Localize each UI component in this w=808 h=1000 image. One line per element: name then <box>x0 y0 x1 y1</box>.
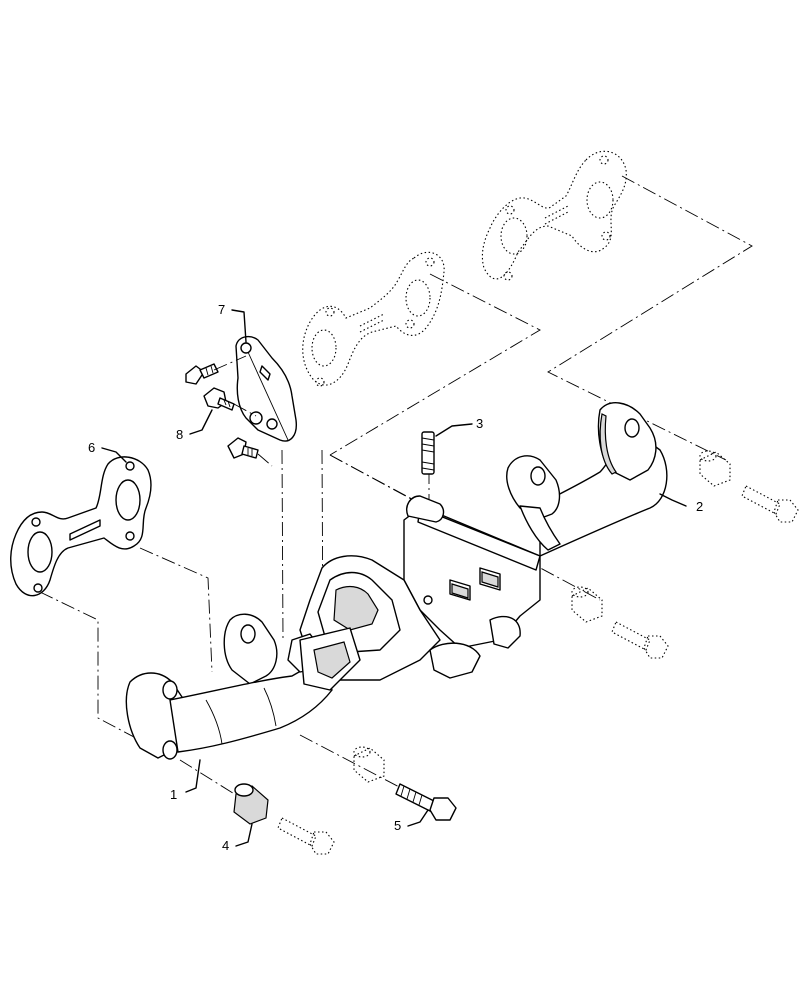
callout-6: 6 <box>88 440 95 455</box>
upper-gasket-right <box>481 150 627 281</box>
callout-8: 8 <box>176 427 183 442</box>
bolt-part-8 <box>203 387 235 411</box>
bolt-dotted-rear <box>741 485 799 523</box>
callout-labels: 1 2 3 4 5 6 7 8 <box>88 302 703 853</box>
callout-4: 4 <box>222 838 229 853</box>
screw-upper <box>185 363 219 385</box>
bracket-part-7 <box>235 335 297 442</box>
spacer-part-4 <box>233 783 269 825</box>
spacer-dotted-rear <box>699 450 731 487</box>
callout-2: 2 <box>696 499 703 514</box>
upper-gasket-left <box>302 251 445 387</box>
callout-3: 3 <box>476 416 483 431</box>
spacer-dotted-middle <box>571 586 603 623</box>
bolt-dotted-middle <box>611 621 669 659</box>
callout-7: 7 <box>218 302 225 317</box>
lower-gasket-part-6 <box>10 456 152 597</box>
callout-1: 1 <box>170 787 177 802</box>
callout-5: 5 <box>394 818 401 833</box>
stud-part-3 <box>421 431 435 475</box>
exhaust-manifold-part-1 <box>125 402 668 760</box>
screw-lower <box>227 437 259 459</box>
bolt-dotted-front <box>277 817 335 855</box>
bolt-part-5 <box>395 783 457 821</box>
spacer-dotted-front <box>353 746 385 783</box>
callout-leaders <box>101 309 687 847</box>
